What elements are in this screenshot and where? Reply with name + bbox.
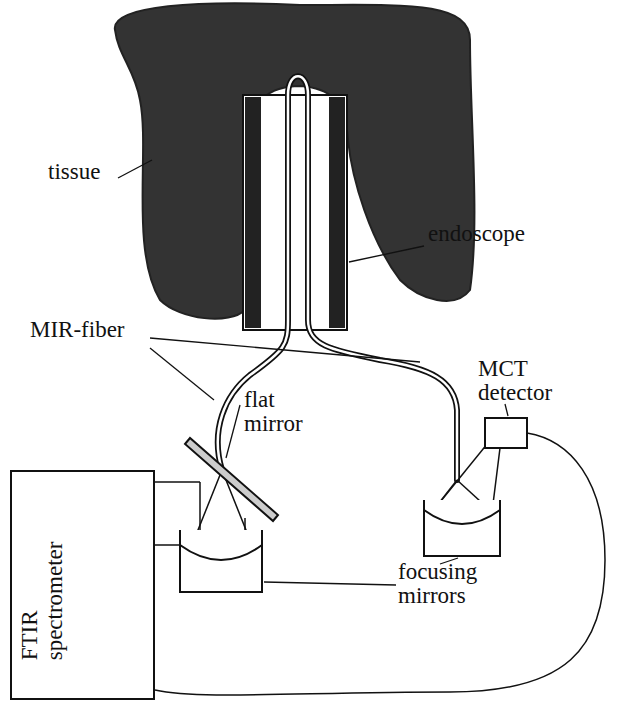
mir-fiber — [218, 76, 457, 480]
part-label: MIR-fiber — [30, 318, 150, 342]
mct-detector-shape — [485, 418, 527, 448]
flat-mirror-shape — [185, 438, 278, 521]
part-label: endoscope — [428, 222, 548, 246]
part-label: MCT detector — [478, 357, 558, 405]
part-label: flat mirror — [244, 388, 320, 436]
box-title: FTIR spectrometer — [17, 510, 68, 660]
endoscope-shape — [243, 95, 347, 330]
spectrometer-box: FTIR spectrometer — [10, 470, 155, 700]
part-label: focusing mirrors — [398, 560, 498, 608]
signal-wire — [155, 433, 605, 695]
part-label: tissue — [48, 160, 128, 184]
